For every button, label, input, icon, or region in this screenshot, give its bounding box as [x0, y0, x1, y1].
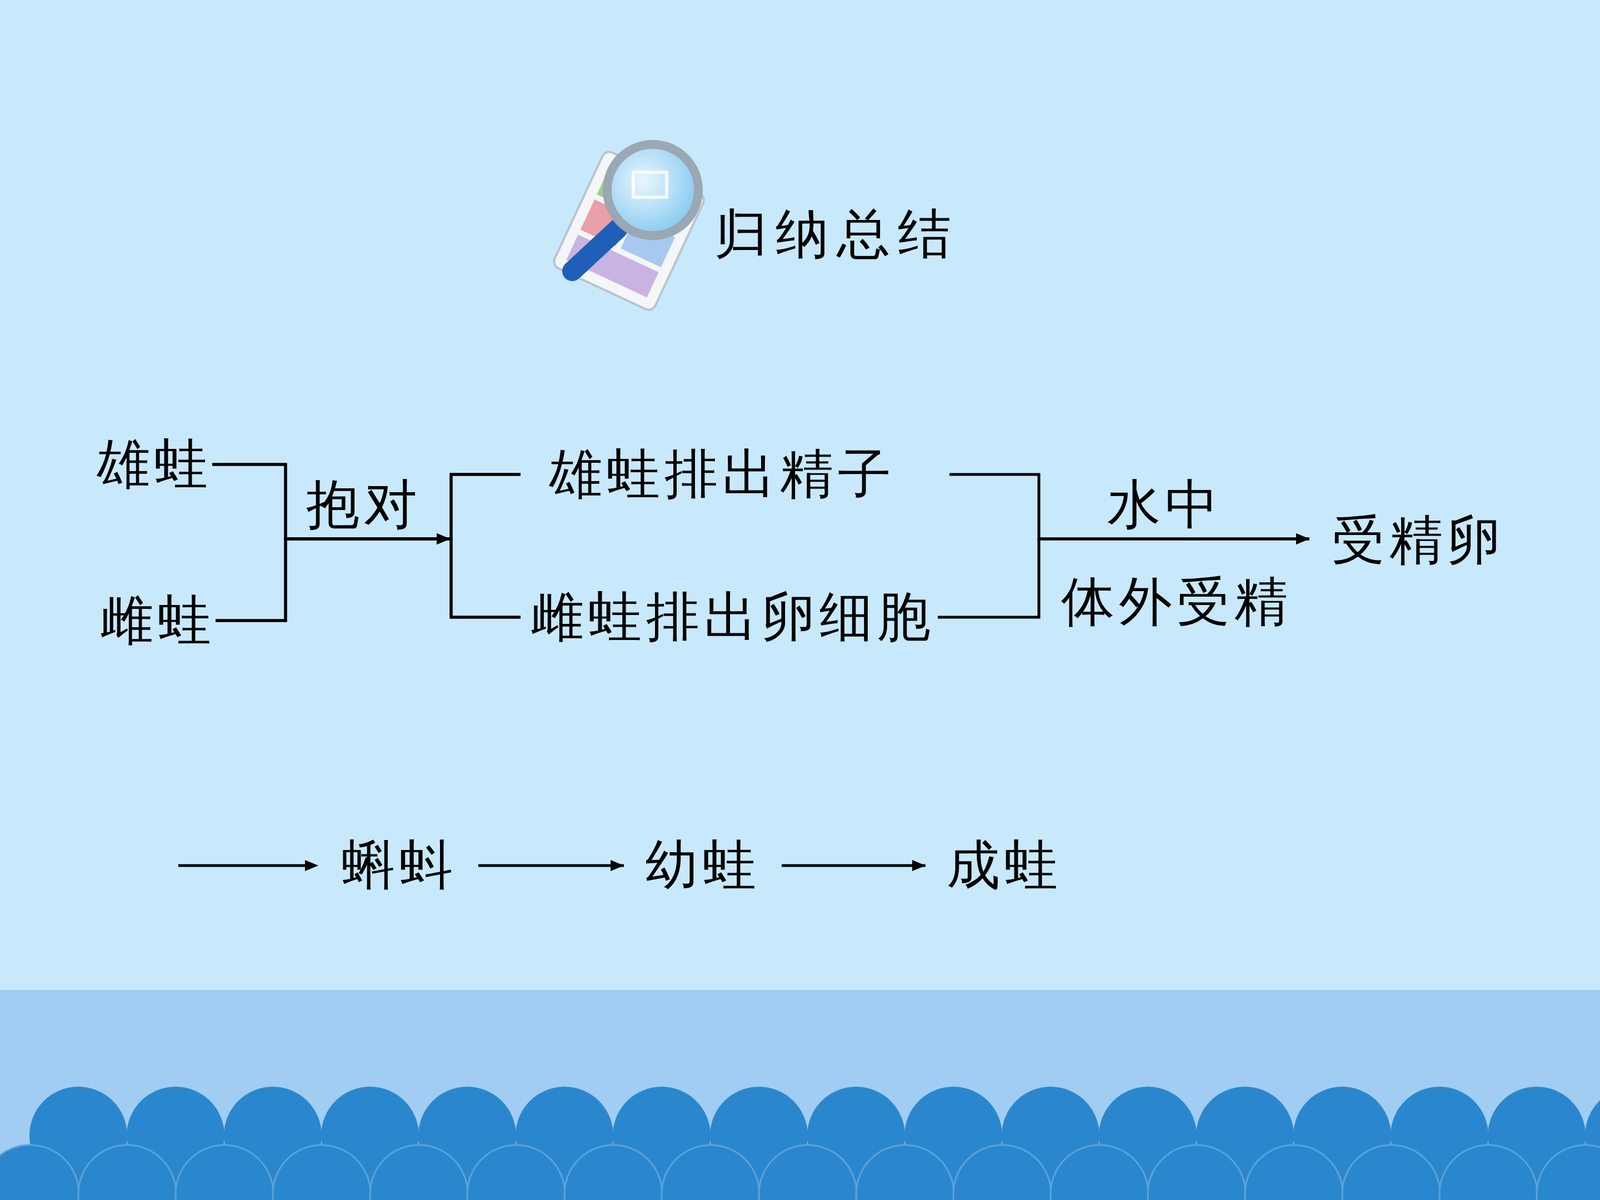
connector-line: [781, 864, 926, 868]
term-text: 幼蛙: [645, 833, 761, 898]
flow-term: 受精卵: [1309, 508, 1505, 573]
arrow-head: [912, 860, 926, 872]
wave-circle: [370, 1145, 468, 1200]
flow-connector: [937, 533, 1310, 618]
arrow-line: [178, 864, 309, 868]
flow-connector: [781, 860, 926, 872]
magnifier-icon: [551, 144, 707, 313]
wave-circle: [758, 1145, 857, 1200]
flow-term: 雄蛙排出精子: [520, 442, 950, 507]
wave-circle: [953, 1145, 1052, 1200]
flow-connector: [215, 533, 521, 621]
wave-pattern: [0, 1086, 1600, 1200]
flow-connector: [212, 464, 521, 545]
wave-circle: [272, 1145, 371, 1200]
wave-circle: [0, 1145, 79, 1200]
arrow-head: [305, 860, 319, 872]
icon-lens: [607, 144, 699, 236]
wave-circle: [1342, 1145, 1440, 1200]
wave-circle: [175, 1145, 274, 1200]
wave-circle: [1050, 1145, 1149, 1200]
flow-connector: [478, 860, 624, 872]
wave-circle: [1439, 1145, 1538, 1200]
wave-circle: [661, 1145, 760, 1200]
icon-handle: [572, 228, 618, 272]
arrow-head: [610, 860, 624, 872]
term-text: 雌蛙: [100, 588, 216, 653]
wave-circle: [856, 1145, 954, 1200]
slide-title: 归纳总结: [714, 202, 959, 267]
spacer: [285, 461, 290, 462]
connector-line: [937, 538, 1310, 618]
flow-term: 雄蛙: [96, 432, 213, 497]
sky-band: [0, 0, 1600, 990]
edge-label: 抱对: [306, 472, 422, 537]
term-text: 蝌蚪: [341, 833, 458, 898]
flow-term: 成蛙: [925, 833, 1084, 898]
connector-line: [212, 464, 521, 539]
flow-term: 雌蛙排出卵细胞: [520, 585, 938, 649]
flow-term: 蝌蚪: [320, 833, 479, 898]
term-text: 雄蛙排出精子: [548, 442, 896, 507]
arrow-head: [436, 533, 450, 545]
connector-line: [478, 864, 624, 868]
wave-circle: [1536, 1145, 1600, 1200]
connector-line: [215, 538, 521, 621]
arrow-head: [1296, 533, 1310, 545]
wave-circle: [467, 1145, 565, 1200]
term-text: 雄蛙: [96, 432, 213, 497]
icon-glint: [633, 172, 667, 198]
term-text: 雌蛙排出卵细胞: [530, 585, 935, 649]
arrow-head: [436, 533, 450, 545]
wave-circle: [564, 1145, 663, 1200]
wave-circle: [78, 1145, 177, 1200]
connector-line: [215, 474, 521, 621]
flow-connector: [212, 464, 521, 618]
flow-term: 幼蛙: [623, 833, 782, 898]
wave-circle: [1147, 1145, 1246, 1200]
arrow-head: [1296, 533, 1310, 545]
connector-line: [212, 464, 521, 618]
term-text: 受精卵: [1331, 508, 1505, 573]
connector-line: [949, 474, 1310, 539]
edge-label: 水中: [1107, 472, 1223, 537]
term-text: 成蛙: [946, 833, 1063, 898]
edge-label: 体外受精: [1061, 570, 1293, 634]
flow-term: 雌蛙: [100, 588, 216, 653]
arrow-head: [436, 533, 450, 545]
flow-connector: [949, 474, 1310, 545]
flow-connector: [215, 474, 521, 621]
lead-in-arrow: [178, 860, 319, 872]
arrow-head: [436, 533, 450, 545]
wave-circle: [1245, 1145, 1343, 1200]
